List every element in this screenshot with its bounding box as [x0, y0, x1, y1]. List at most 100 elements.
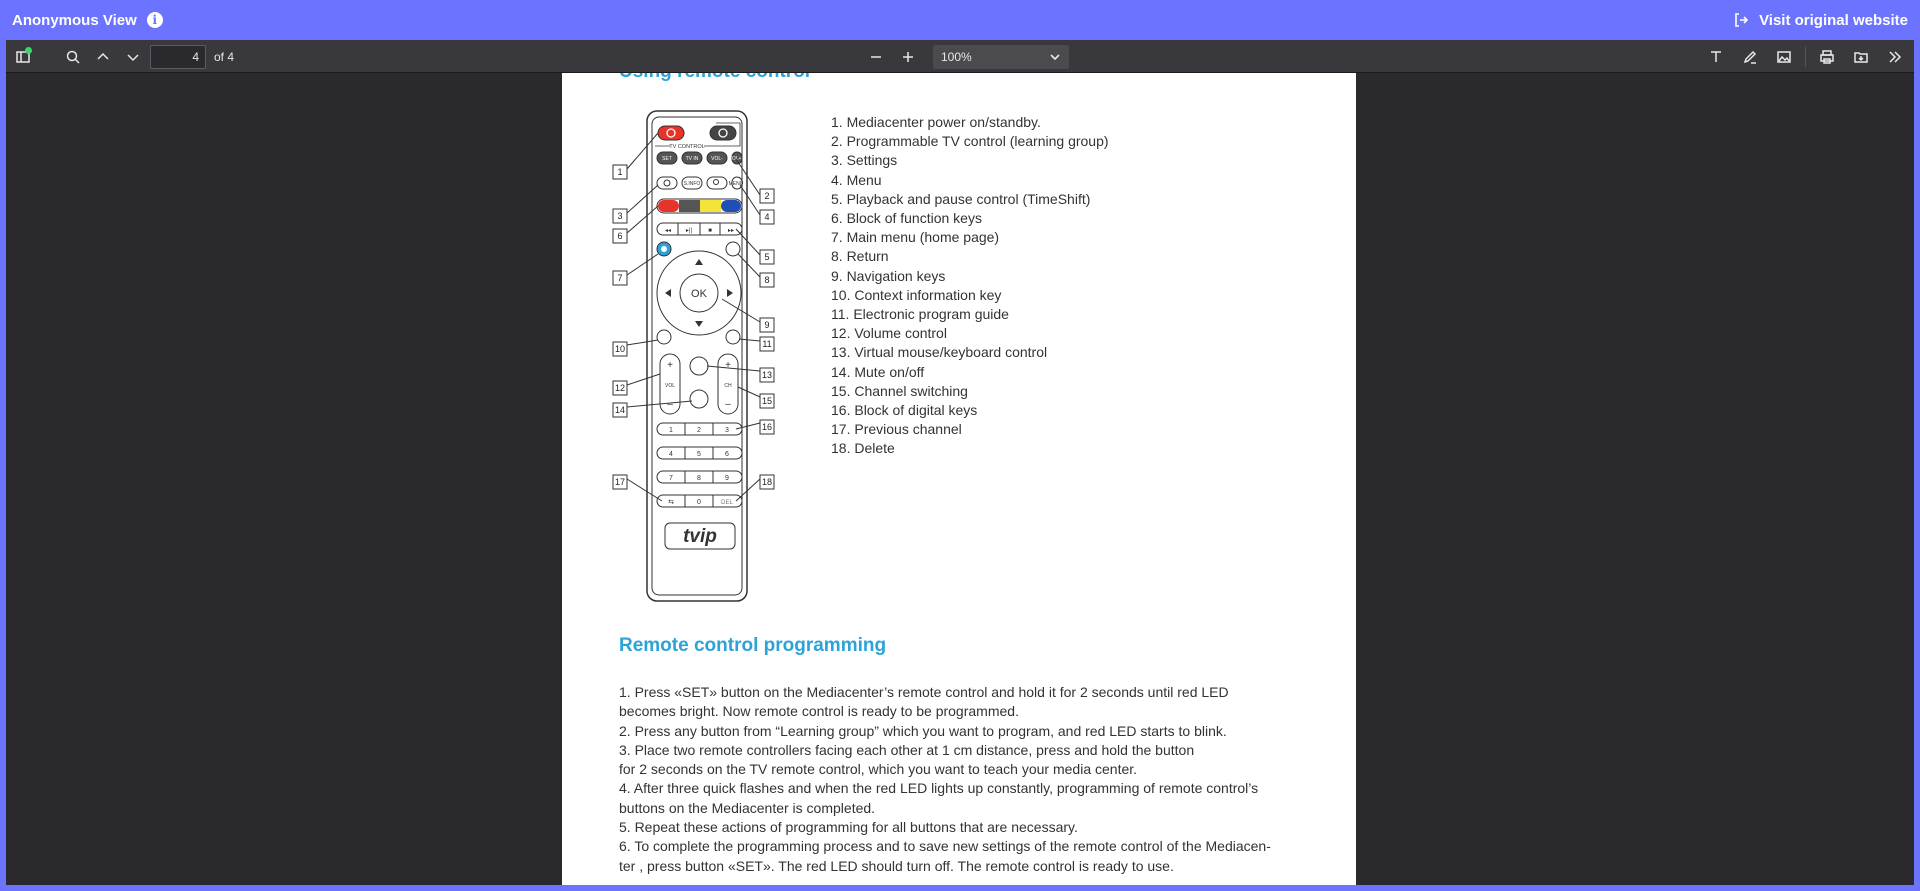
svg-text:5: 5	[697, 451, 701, 458]
svg-text:OK: OK	[691, 288, 708, 300]
programming-instructions: 1. Press «SET» button on the Mediacenter…	[619, 683, 1309, 876]
svg-text:SET: SET	[662, 156, 672, 162]
svg-text:1: 1	[669, 427, 673, 434]
legend-item: 7. Main menu (home page)	[831, 229, 1000, 246]
legend-item: 1. Mediacenter power on/standby.	[831, 114, 1041, 130]
instruction-line: becomes bright. Now remote control is re…	[619, 703, 1019, 720]
instruction-line: 3. Place two remote controllers facing e…	[619, 741, 1195, 758]
save-button[interactable]	[1848, 45, 1874, 69]
navigation-ring: OK	[656, 250, 742, 336]
svg-text:+: +	[725, 360, 731, 371]
zoom-in-button[interactable]	[895, 45, 921, 69]
visit-original-link[interactable]: Visit original website	[1733, 12, 1908, 29]
legend-item: 18. Delete	[831, 440, 895, 457]
legend-item: 17. Previous channel	[831, 421, 962, 438]
instruction-line: buttons on the Mediacenter is completed.	[619, 799, 876, 816]
find-button[interactable]	[60, 45, 86, 69]
legend-item: 12. Volume control	[831, 325, 947, 342]
svg-text:8: 8	[764, 275, 769, 285]
legend-item: 8. Return	[831, 248, 889, 265]
printer-icon	[1820, 49, 1834, 64]
draw-tool-button[interactable]	[1737, 45, 1763, 69]
svg-text:▸||: ▸||	[686, 228, 693, 234]
instruction-line: ter , press button «SET». The red LED sh…	[619, 857, 1174, 874]
info-icon[interactable]: i	[146, 12, 163, 28]
svg-text:TV IN: TV IN	[686, 156, 699, 162]
legend-item: 2. Programmable TV control (learning gro…	[831, 133, 1109, 150]
svg-text:3: 3	[617, 211, 622, 221]
playback-keys: ◂◂ ▸|| ■ ▸▸	[656, 222, 743, 236]
svg-text:10: 10	[615, 344, 625, 354]
heading-remote-programming: Remote control programming	[619, 635, 887, 656]
digit-keys: 1 2 3 4 5 6 7 8 9 ⇆ 0 DEL	[656, 422, 743, 508]
sidebar-toggle-button[interactable]	[10, 45, 36, 69]
svg-text:2: 2	[764, 191, 769, 201]
svg-text:5: 5	[764, 252, 769, 262]
svg-text:4: 4	[669, 451, 673, 458]
svg-text:+: +	[667, 360, 673, 371]
instruction-line: 5. Repeat these actions of programming f…	[619, 819, 1078, 836]
svg-text:13: 13	[762, 370, 772, 380]
more-tools-button[interactable]	[1882, 45, 1908, 69]
svg-text:8: 8	[697, 475, 701, 482]
instruction-line: 1. Press «SET» button on the Mediacenter…	[619, 684, 1229, 700]
zoom-out-button[interactable]	[863, 45, 889, 69]
document-viewer[interactable]: Using remote control TV CONTROL	[6, 73, 1914, 885]
settings-row: S.INFO MENU	[656, 176, 744, 190]
page-number-input[interactable]	[150, 44, 206, 69]
instruction-line: 6. To complete the programming process a…	[619, 838, 1271, 855]
svg-text:18: 18	[762, 477, 772, 487]
svg-text:VOL+: VOL+	[729, 156, 742, 162]
legend-item: 9. Navigation keys	[831, 267, 946, 284]
app-title: Anonymous View	[12, 11, 137, 29]
legend-item: 4. Menu	[831, 171, 882, 188]
minus-icon	[871, 55, 881, 58]
text-tool-button[interactable]	[1703, 45, 1729, 69]
svg-text:17: 17	[615, 477, 625, 487]
top-bar: Anonymous View i Visit original website	[0, 0, 1920, 40]
chevron-up-icon	[97, 52, 109, 60]
instruction-line: for 2 seconds on the TV remote control, …	[619, 761, 1138, 778]
svg-text:DEL: DEL	[721, 500, 733, 506]
pencil-icon	[1743, 50, 1757, 64]
svg-text:S.INFO: S.INFO	[684, 181, 701, 187]
svg-text:MENU: MENU	[729, 181, 744, 187]
svg-text:⇆: ⇆	[668, 499, 674, 506]
print-button[interactable]	[1814, 45, 1840, 69]
zoom-select[interactable]: 100%	[933, 44, 1069, 69]
instruction-line: 4. After three quick flashes and when th…	[619, 780, 1259, 797]
pdf-viewer-frame: of 4 100%	[6, 40, 1914, 885]
notification-dot	[25, 46, 32, 54]
sidebar-icon	[16, 50, 30, 63]
heading-using-remote: Using remote control	[619, 73, 810, 83]
tv-control-row: SET TV IN VOL- VOL+	[656, 151, 743, 165]
legend-item: 3. Settings	[831, 152, 898, 169]
legend-item: 6. Block of function keys	[831, 210, 982, 227]
svg-text:3: 3	[725, 427, 729, 434]
image-icon	[1777, 50, 1791, 63]
svg-text:■: ■	[708, 228, 712, 234]
svg-text:–: –	[725, 399, 731, 410]
remote-control-diagram: TV CONTROL SET TV IN VOL- VOL+	[612, 109, 802, 609]
svg-text:6: 6	[725, 451, 729, 458]
remote-legend: 1. Mediacenter power on/standby. 2. Prog…	[831, 113, 1109, 459]
previous-page-button[interactable]	[90, 45, 116, 69]
brand: Anonymous View i	[12, 12, 163, 29]
function-keys	[656, 198, 743, 214]
toolbar-separator	[1805, 46, 1806, 67]
svg-text:–: –	[667, 399, 673, 410]
legend-item: 5. Playback and pause control (TimeShift…	[831, 190, 1091, 207]
zoom-value: 100%	[941, 49, 972, 64]
legend-item: 14. Mute on/off	[831, 363, 925, 380]
svg-text:7: 7	[669, 475, 673, 482]
image-tool-button[interactable]	[1771, 45, 1797, 69]
legend-item: 16. Block of digital keys	[831, 402, 978, 419]
next-page-button[interactable]	[120, 45, 146, 69]
plus-icon	[903, 51, 913, 62]
legend-item: 11. Electronic program guide	[831, 306, 1009, 323]
svg-text:1: 1	[617, 167, 622, 177]
svg-text:14: 14	[615, 405, 625, 415]
legend-item: 13. Virtual mouse/keyboard control	[831, 344, 1048, 361]
callout-labels: 1 2 3 4 5 6 7 8	[612, 132, 775, 502]
chevron-down-icon	[1050, 53, 1060, 60]
